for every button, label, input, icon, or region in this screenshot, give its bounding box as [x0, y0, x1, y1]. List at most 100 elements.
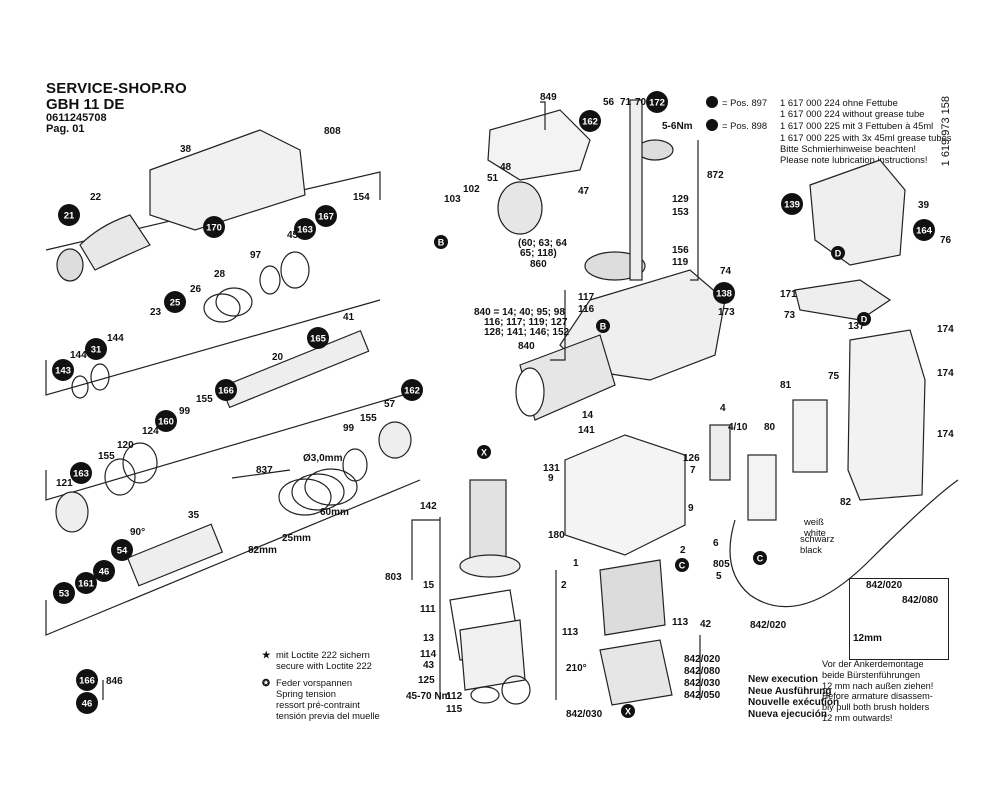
bracket	[411, 519, 440, 580]
callout-circle	[646, 91, 668, 113]
callout-circle	[307, 327, 329, 349]
o-ring	[378, 421, 412, 459]
part-number-label: 842/080	[902, 595, 939, 606]
part-number-label: 171	[780, 289, 797, 300]
part-number-label: 154	[353, 192, 370, 203]
part-number-label: 39	[918, 200, 930, 211]
part-callout: 161	[75, 572, 97, 594]
spring	[304, 468, 358, 506]
o-ring	[55, 491, 89, 533]
callout-circle	[315, 205, 337, 227]
part-number-label: 5-6Nm	[662, 121, 693, 132]
callout-circle	[164, 291, 186, 313]
part-number-label: 112	[446, 691, 463, 702]
part-number-label: 153	[672, 207, 689, 218]
part-number-label: 12mm	[853, 633, 882, 644]
bevel-gear	[497, 181, 543, 235]
section-frame	[45, 389, 421, 501]
part-number-label: 120	[117, 440, 134, 451]
part-number-label: 1	[573, 558, 579, 569]
part-number-label: 71	[620, 97, 632, 108]
part-number-label: 2	[680, 545, 686, 556]
end-shield	[459, 619, 526, 691]
part-number-label: 846	[106, 676, 123, 687]
part-number-label: 99	[179, 406, 191, 417]
part-number-label: 20	[272, 352, 284, 363]
callout-circle	[155, 410, 177, 432]
part-number-label: 842/030	[566, 709, 603, 720]
part-number-label: 7	[690, 465, 696, 476]
bracket	[231, 469, 291, 479]
end-cap	[56, 248, 84, 282]
part-number-label: 111	[420, 604, 436, 615]
connection-marker: B	[596, 319, 610, 333]
callout-number: 163	[297, 225, 313, 236]
part-number-label: 131	[543, 463, 560, 474]
part-number-label: 45	[287, 230, 299, 241]
part-number-label: 121	[56, 478, 73, 489]
part-callout: 162	[579, 110, 601, 132]
handle-sleeve	[79, 214, 151, 271]
brush-plate	[599, 639, 673, 706]
part-number-label: 28	[214, 269, 226, 280]
callout-number: 21	[64, 211, 75, 222]
callout-number: 166	[79, 676, 95, 687]
callout-circle	[203, 216, 225, 238]
part-number-label: (60; 63; 64	[518, 238, 567, 249]
marker-letter: D	[861, 315, 868, 325]
part-number-label: 849	[540, 92, 557, 103]
part-callout: 139	[781, 193, 803, 215]
part-callout: 25	[164, 291, 186, 313]
callout-number: 170	[206, 223, 222, 234]
o-ring	[122, 442, 158, 484]
field-coil	[599, 559, 666, 636]
callout-circle	[215, 379, 237, 401]
part-number-label: 210°	[566, 663, 587, 674]
part-number-label: 174	[937, 368, 954, 379]
callout-circle	[75, 572, 97, 594]
part-number-label: 75	[828, 371, 840, 382]
part-callout: 21	[58, 204, 80, 226]
part-number-label: 76	[940, 235, 952, 246]
loctite-note: ★mit Loctite 222 sichern secure with Loc…	[262, 649, 372, 671]
new-execution-note: New execution Neue Ausführung Nouvelle e…	[748, 674, 840, 720]
connection-marker: D	[831, 246, 845, 260]
part-number-label: 102	[463, 184, 480, 195]
part-number-label: 126	[683, 453, 700, 464]
callout-number: 46	[82, 699, 93, 710]
part-number-label: 48	[500, 162, 512, 173]
part-number-label: 82mm	[248, 545, 277, 556]
bracket	[690, 140, 699, 281]
part-number-label: 14	[582, 410, 594, 421]
spring-note: ✪Feder vorspannen Spring tension ressort…	[262, 677, 380, 721]
part-callout: 138	[713, 282, 735, 304]
part-number-label: 860	[530, 259, 547, 270]
star-icon: ★	[262, 649, 271, 660]
part-number-label: 41	[343, 312, 355, 323]
connection-marker: C	[753, 551, 767, 565]
section-frame	[45, 299, 381, 396]
spring-symbol-icon: ✪	[262, 677, 270, 688]
o-ring	[71, 375, 89, 399]
part-number-label: 155	[196, 394, 213, 405]
part-callout: 53	[53, 582, 75, 604]
spring	[278, 478, 332, 516]
callout-circle	[781, 193, 803, 215]
callout-circle	[93, 560, 115, 582]
part-number-label: 156	[672, 245, 689, 256]
part-number-label: 9	[548, 473, 554, 484]
spring	[215, 287, 253, 317]
part-callout: 54	[111, 539, 133, 561]
callout-number: 160	[158, 417, 174, 428]
callout-number: 139	[784, 200, 800, 211]
gear-housing	[149, 129, 306, 231]
part-number-label: 9	[688, 503, 694, 514]
callout-circle	[70, 462, 92, 484]
striker	[126, 523, 224, 587]
part-number-label: 808	[324, 126, 341, 137]
